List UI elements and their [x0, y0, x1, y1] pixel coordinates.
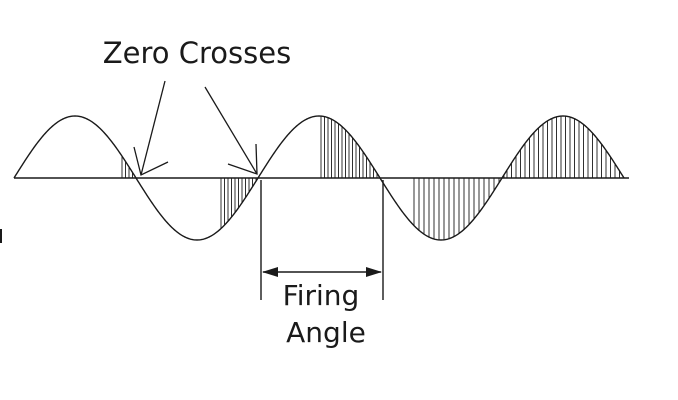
firing-angle-arrowheads: [262, 267, 382, 277]
firing-angle-dimension: [260, 180, 384, 300]
conduction-hatching: [121, 116, 620, 240]
zero-cross-arrowhead-1: [133, 146, 169, 176]
zero-cross-arrowhead-2: [227, 143, 258, 175]
firing-angle-arrowhead-right: [366, 267, 382, 277]
firing-angle-label-line2: Angle: [286, 316, 366, 349]
zero-cross-arrows: [133, 80, 258, 176]
zero-crosses-label: Zero Crosses: [103, 36, 291, 70]
zero-cross-arrow-2: [204, 86, 258, 175]
zero-cross-arrow-1: [140, 80, 166, 176]
ac-sine-wave: [13, 115, 625, 241]
firing-angle-label-line1: Firing: [283, 279, 360, 312]
firing-angle-arrowhead-left: [262, 267, 278, 277]
